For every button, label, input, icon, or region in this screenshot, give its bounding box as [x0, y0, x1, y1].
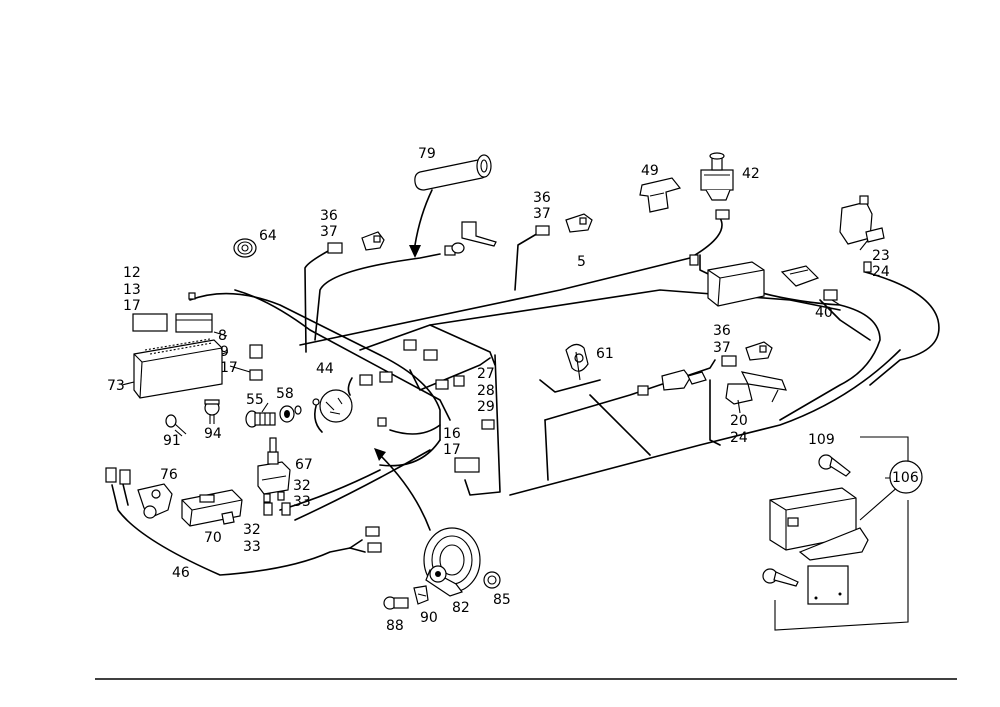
callout-46: 46 [172, 565, 190, 581]
callout-8: 8 [218, 328, 227, 344]
callout-16: 16 [443, 426, 461, 442]
part-16-17-relay [454, 457, 480, 473]
detail-screw-lower [762, 568, 799, 587]
part-32-33-connectors [263, 502, 291, 516]
part-9-relay [249, 344, 263, 359]
callout-85: 85 [493, 592, 511, 608]
connector-46a [105, 467, 117, 483]
part-40-sensor [780, 265, 820, 287]
callout-9: 9 [220, 344, 229, 360]
callout-17-fuse: 17 [123, 298, 141, 314]
part-49-bracket [639, 177, 682, 213]
callout-106-circle [889, 460, 923, 494]
part-control-unit-right [707, 261, 765, 307]
callout-13: 13 [123, 282, 141, 298]
part-20-24-relay [725, 371, 787, 405]
callout-55: 55 [246, 392, 264, 408]
callout-24-lower: 24 [730, 430, 748, 446]
part-44-lead [347, 377, 353, 396]
part-79-handle [414, 154, 492, 191]
callout-labels: 79 49 42 36 37 36 37 64 5 23 24 12 13 17… [107, 146, 919, 634]
callout-94: 94 [204, 426, 222, 442]
part-42-switch [700, 152, 734, 201]
callout-42: 42 [742, 166, 760, 182]
callout-36-right: 36 [713, 323, 731, 339]
callout-82: 82 [452, 600, 470, 616]
callout-40: 40 [815, 305, 833, 321]
callout-44: 44 [316, 361, 334, 377]
pointer-arrows [374, 189, 433, 531]
part-23-24-relay [839, 195, 885, 245]
callout-36-mid: 36 [533, 190, 551, 206]
callout-5: 5 [577, 254, 586, 270]
callout-76: 76 [160, 467, 178, 483]
part-sensor-bracket [451, 221, 497, 254]
part-88-bolt [383, 596, 409, 610]
connector-46b [119, 469, 131, 485]
part-58-washer [279, 405, 302, 423]
callout-106: 106 [892, 470, 919, 486]
leader-lines [121, 239, 869, 437]
callout-37-right: 37 [713, 340, 731, 356]
part-36-37-plug-mid [565, 213, 593, 233]
part-90-bracket [413, 585, 429, 605]
part-ignition-switch [661, 369, 707, 391]
part-82-horn [423, 527, 481, 597]
main-harness [189, 217, 940, 521]
callout-70: 70 [204, 530, 222, 546]
callout-79: 79 [418, 146, 436, 162]
part-36-37-plug-right [745, 341, 773, 361]
connector-46c [365, 526, 380, 537]
part-73-control-module [133, 338, 223, 399]
callout-61: 61 [596, 346, 614, 362]
part-91-pin [165, 414, 187, 435]
part-76-bracket [137, 483, 173, 519]
callout-90: 90 [420, 610, 438, 626]
harness-46 [105, 467, 382, 576]
part-94-screw [204, 399, 220, 424]
part-109-bolt [818, 454, 851, 477]
callout-29: 29 [477, 399, 495, 415]
part-64-grommet [233, 238, 257, 258]
part-61-fan [565, 343, 589, 381]
callout-17-module: 17 [220, 360, 238, 376]
callout-36-left: 36 [320, 208, 338, 224]
callout-73: 73 [107, 378, 125, 394]
callout-109: 109 [808, 432, 835, 448]
detail-106-battery-group [762, 436, 923, 631]
callout-37-left: 37 [320, 224, 338, 240]
harness-connectors [249, 209, 872, 430]
callout-24-top: 24 [872, 264, 890, 280]
part-70-relay-box [181, 489, 243, 527]
callout-88: 88 [386, 618, 404, 634]
callout-64: 64 [259, 228, 277, 244]
callout-32-right: 32 [293, 478, 311, 494]
connector-46d [367, 542, 382, 553]
callout-58: 58 [276, 386, 294, 402]
callout-49: 49 [641, 163, 659, 179]
part-85-nut [483, 571, 501, 589]
callout-37-mid: 37 [533, 206, 551, 222]
part-44-gauge [312, 389, 353, 433]
callout-28: 28 [477, 383, 495, 399]
part-67-sender [257, 437, 291, 503]
callout-91: 91 [163, 433, 181, 449]
part-12-13-17-relays [132, 292, 213, 333]
callout-33-left: 33 [243, 539, 261, 555]
callout-20: 20 [730, 413, 748, 429]
part-36-37-plug-left [361, 231, 385, 251]
callout-17-lower: 17 [443, 442, 461, 458]
callout-32-left: 32 [243, 522, 261, 538]
part-55-bolt [245, 410, 276, 428]
callout-23: 23 [872, 248, 890, 264]
callout-33-right: 33 [293, 494, 311, 510]
callout-27: 27 [477, 366, 495, 382]
callout-12: 12 [123, 265, 141, 281]
callout-67: 67 [295, 457, 313, 473]
